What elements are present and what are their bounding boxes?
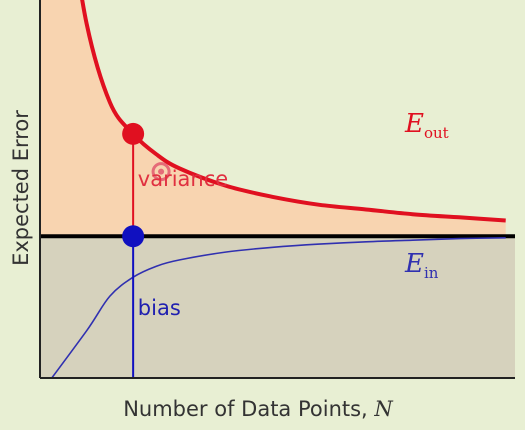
bias-label: bias: [138, 296, 181, 320]
series-lines: [40, 0, 515, 378]
variance-region: [40, 0, 506, 237]
highlight-marker-center: [158, 168, 165, 175]
eout-point: [122, 122, 145, 145]
markers: [122, 122, 171, 248]
eout-curve: [80, 0, 506, 223]
ein-label: Ein: [404, 249, 439, 282]
variance-label: variance: [138, 167, 228, 191]
ein-curve: [50, 237, 506, 378]
bias-region: [40, 236, 515, 378]
bias-point: [122, 225, 145, 248]
region-fills: [40, 0, 515, 378]
eout-label: Eout: [404, 109, 449, 142]
x-axis-label: Number of Data Points, N: [123, 397, 393, 421]
highlight-marker: [151, 162, 171, 182]
axes: [39, 0, 515, 379]
y-axis-label: Expected Error: [9, 110, 33, 266]
